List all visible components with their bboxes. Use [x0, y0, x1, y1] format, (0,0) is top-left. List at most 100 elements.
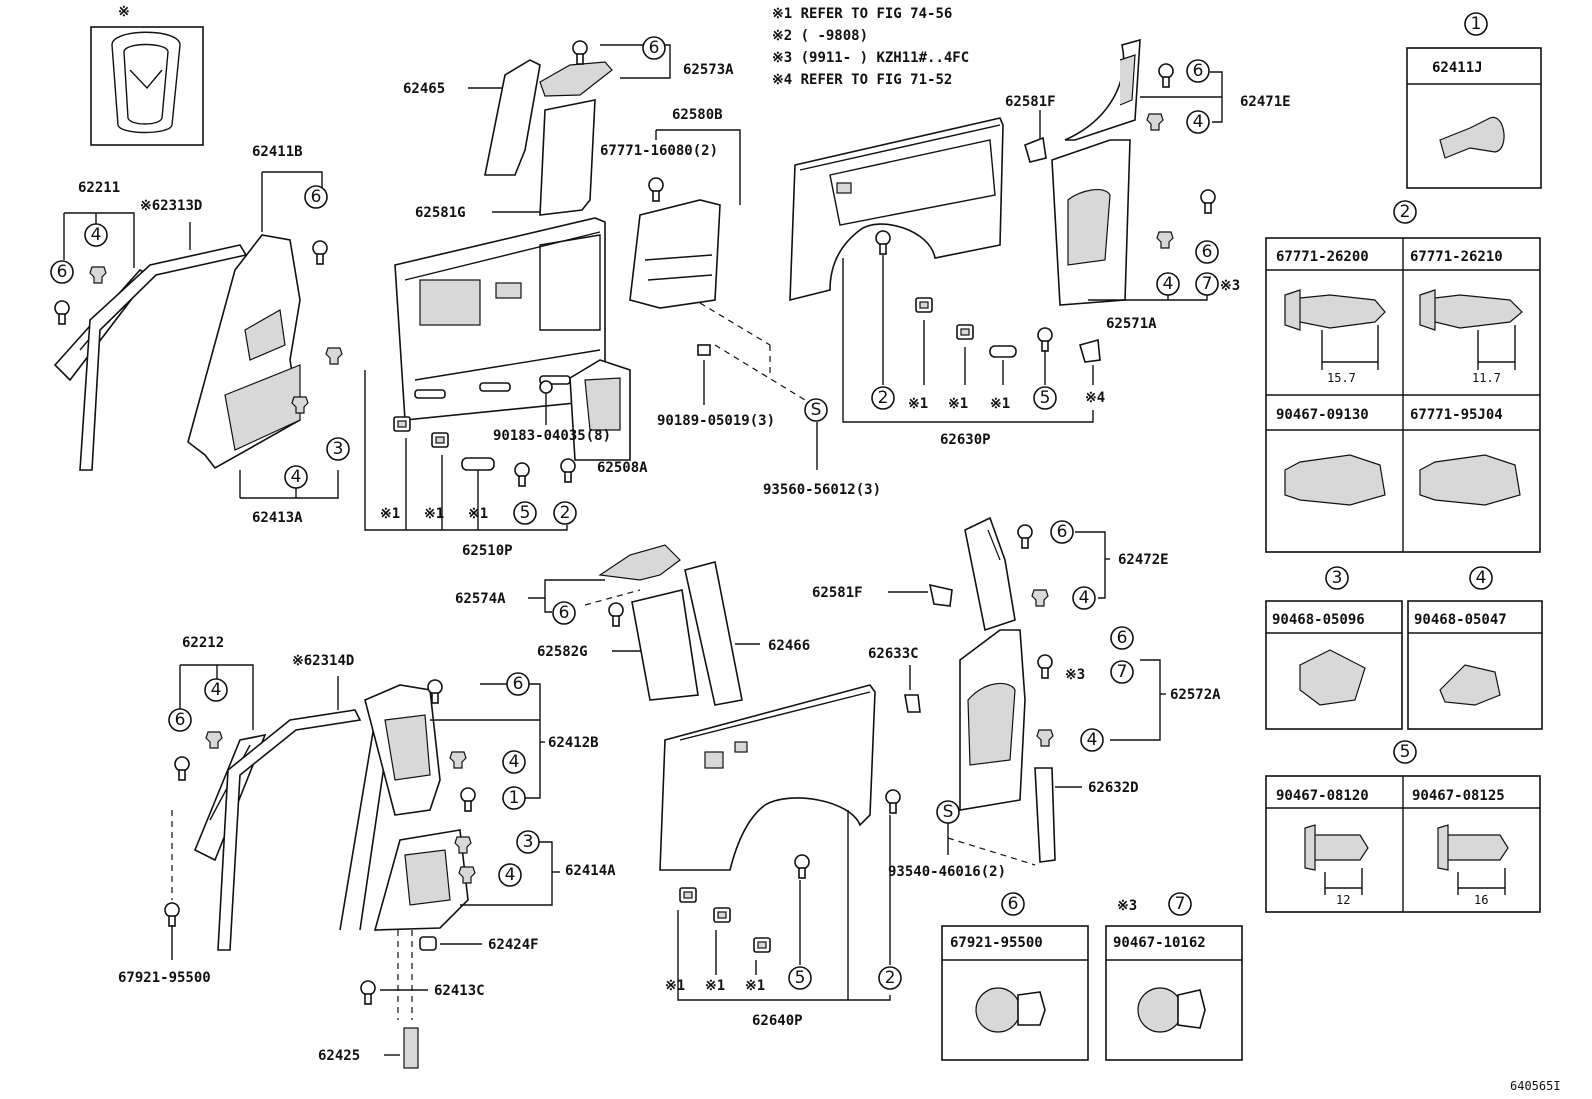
mid-center-group: 62574A 62582G 62466 62581F 62633C ※ — [455, 544, 1036, 1029]
svg-text:6: 6 — [57, 262, 68, 282]
label-62573A: 62573A — [683, 62, 734, 78]
svg-text:7: 7 — [1117, 662, 1128, 682]
svg-text:5: 5 — [520, 503, 531, 523]
ref-mark-1f: ※1 — [990, 396, 1010, 412]
svg-text:S: S — [943, 802, 954, 822]
part-90468-05047: 90468-05047 — [1414, 612, 1507, 628]
detail-box-1: 1 62411J — [1406, 12, 1542, 189]
label-62632D: 62632D — [1088, 780, 1139, 796]
label-62414A: 62414A — [565, 863, 616, 879]
svg-text:6: 6 — [649, 38, 660, 58]
part-67771-26200: 67771-26200 — [1276, 249, 1369, 265]
detail-box-2: 2 67771-26200 67771-26210 90467-09130 67… — [1265, 200, 1541, 553]
note-2: ※2 ( -9808) — [772, 28, 868, 44]
label-62580B: 62580B — [672, 107, 723, 123]
ref-mark-3a: ※3 — [1220, 278, 1240, 294]
note-1: ※1 REFER TO FIG 74-56 — [772, 6, 952, 22]
svg-text:4: 4 — [1193, 112, 1204, 132]
part-90467-10162: 90467-10162 — [1113, 935, 1206, 951]
label-90183: 90183-04035(8) — [493, 428, 611, 444]
upper-left-group: 62211 ※62313D 62411B 62413A — [53, 144, 343, 526]
label-93540: 93540-46016(2) — [888, 864, 1006, 880]
label-62211: 62211 — [78, 180, 120, 196]
label-62471E: 62471E — [1240, 94, 1291, 110]
svg-text:1: 1 — [509, 788, 520, 808]
label-62413C: 62413C — [434, 983, 485, 999]
label-62581F-top: 62581F — [1005, 94, 1056, 110]
svg-text:6: 6 — [311, 187, 322, 207]
part-90468-05096: 90468-05096 — [1272, 612, 1365, 628]
svg-text:4: 4 — [1087, 730, 1098, 750]
svg-text:6: 6 — [1117, 628, 1128, 648]
svg-text:6: 6 — [559, 603, 570, 623]
label-62466: 62466 — [768, 638, 810, 654]
label-62574A: 62574A — [455, 591, 506, 607]
label-93560: 93560-56012(3) — [763, 482, 881, 498]
label-62581F-mid: 62581F — [812, 585, 863, 601]
ref-mark-1e: ※1 — [948, 396, 968, 412]
notes-block: ※1 REFER TO FIG 74-56 ※2 ( -9808) ※3 (99… — [772, 6, 969, 88]
label-62413A: 62413A — [252, 510, 303, 526]
part-90467-08125: 90467-08125 — [1412, 788, 1505, 804]
svg-text:4: 4 — [211, 680, 222, 700]
svg-text:4: 4 — [291, 467, 302, 487]
ref-mark-1h: ※1 — [705, 978, 725, 994]
label-62640P: 62640P — [752, 1013, 803, 1029]
label-62412B: 62412B — [548, 735, 599, 751]
ref-mark-1a: ※1 — [380, 506, 400, 522]
label-67921-95500-left: 67921-95500 — [118, 970, 211, 986]
ref-mark-1i: ※1 — [745, 978, 765, 994]
svg-text:6: 6 — [1008, 894, 1019, 914]
note-3: ※3 (9911- ) KZH11#..4FC — [772, 50, 969, 66]
label-62411B: 62411B — [252, 144, 303, 160]
label-62633C: 62633C — [868, 646, 919, 662]
label-62313D: ※62313D — [140, 198, 202, 214]
part-90467-09130: 90467-09130 — [1276, 407, 1369, 423]
label-62510P: 62510P — [462, 543, 513, 559]
detail-box-4: 4 90468-05047 — [1407, 566, 1543, 730]
svg-text:2: 2 — [878, 388, 889, 408]
dim-11-7: 11.7 — [1472, 371, 1501, 385]
svg-text:6: 6 — [1057, 522, 1068, 542]
ref-mark-4: ※4 — [1085, 390, 1105, 406]
svg-text:2: 2 — [560, 503, 571, 523]
svg-text:5: 5 — [1400, 742, 1411, 762]
label-62630P: 62630P — [940, 432, 991, 448]
svg-text:4: 4 — [1476, 568, 1487, 588]
callouts: 4 6 6 3 4 6 5 2 S 6 4 6 4 7 2 5 6 6 4 6 … — [50, 36, 1219, 990]
label-62425: 62425 — [318, 1048, 360, 1064]
label-62212: 62212 — [182, 635, 224, 651]
upper-center-left-group: 62465 62573A 62581G ※1 ※1 ※1 62510P 6258… — [364, 40, 881, 559]
svg-text:4: 4 — [91, 225, 102, 245]
svg-text:5: 5 — [795, 968, 806, 988]
part-67921-95500: 67921-95500 — [950, 935, 1043, 951]
ref-mark-3b: ※3 — [1065, 667, 1085, 683]
label-62508A: 62508A — [597, 460, 648, 476]
svg-text:7: 7 — [1202, 274, 1213, 294]
svg-text:4: 4 — [1163, 274, 1174, 294]
label-62465: 62465 — [403, 81, 445, 97]
detail-box-6: 6 67921-95500 — [941, 892, 1089, 1061]
label-62581G: 62581G — [415, 205, 466, 221]
label-67771-16080: 67771-16080(2) — [600, 143, 718, 159]
detail-box-5: 5 90467-08120 90467-08125 12 16 — [1265, 740, 1541, 913]
label-62582G: 62582G — [537, 644, 588, 660]
ref-mark-1b: ※1 — [424, 506, 444, 522]
svg-text:3: 3 — [333, 439, 344, 459]
note-4: ※4 REFER TO FIG 71-52 — [772, 72, 952, 88]
label-62572A: 62572A — [1170, 687, 1221, 703]
part-62411J: 62411J — [1432, 60, 1483, 76]
label-62424F: 62424F — [488, 937, 539, 953]
dim-12: 12 — [1336, 893, 1350, 907]
svg-text:6: 6 — [175, 710, 186, 730]
lower-left-group: 62212 67921-95500 ※62314D 62412B 62414A — [118, 635, 616, 1069]
detail-box-3: 3 90468-05096 — [1265, 566, 1403, 730]
svg-text:3: 3 — [1332, 568, 1343, 588]
mid-right-group: 62472E 62572A ※3 62632D — [959, 516, 1221, 863]
box7-ref-mark: ※3 — [1117, 898, 1137, 914]
detail-box-7: ※3 7 90467-10162 — [1105, 892, 1243, 1061]
figure-number: 640565I — [1510, 1079, 1561, 1093]
svg-text:2: 2 — [1400, 202, 1411, 222]
svg-text:3: 3 — [523, 832, 534, 852]
